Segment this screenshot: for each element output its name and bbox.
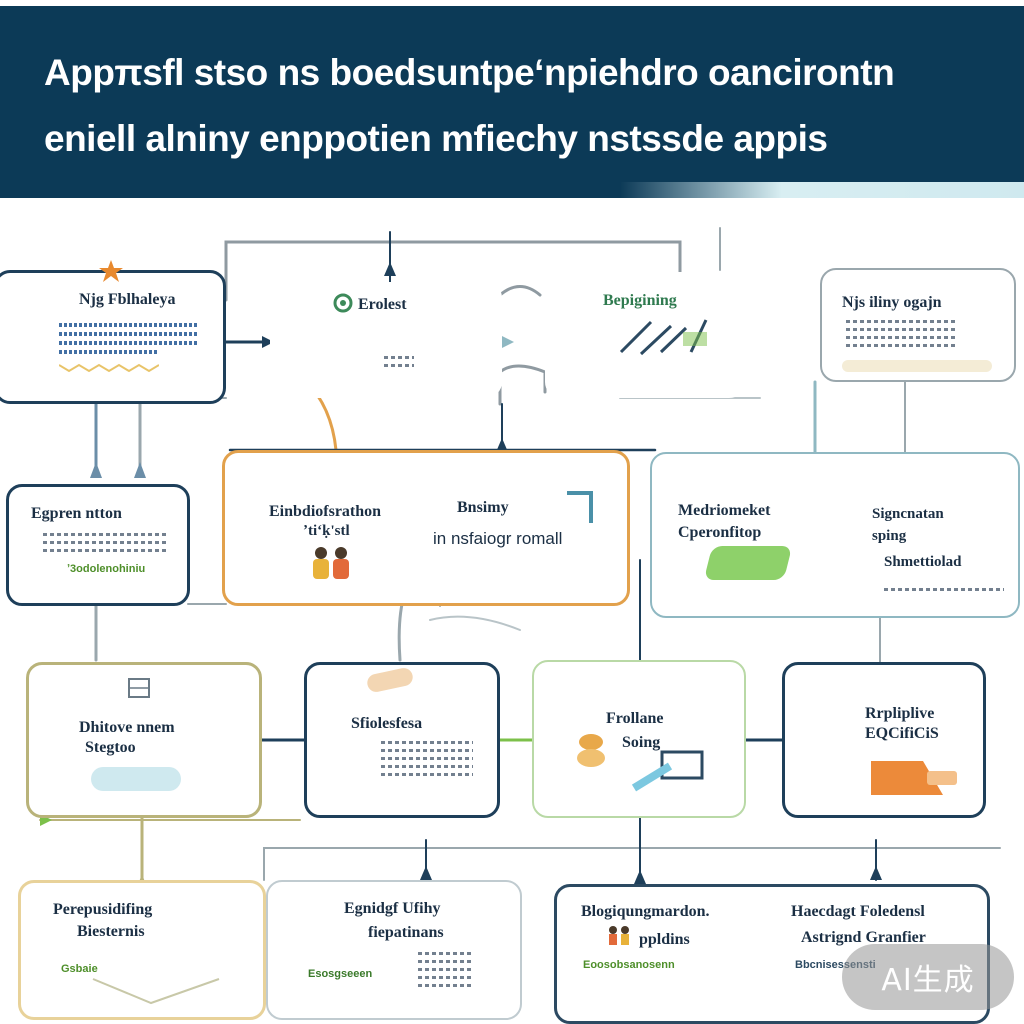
node-10: Dhitove nnem Stegtoo bbox=[26, 662, 262, 818]
node-5: Egpren ntton ʼ3odolenohiniu bbox=[6, 484, 190, 606]
node-16-subtitle: ppldins bbox=[639, 931, 690, 948]
page-title: Appπsfl stso ns boedsuntpeʻnpiehdro oanc… bbox=[44, 40, 984, 172]
node-4-title: Njs iliny ogajn bbox=[842, 294, 942, 311]
node-9-subtitle-2: Shmettiolad bbox=[884, 554, 962, 570]
title-line-1: Appπsfl stso ns boedsuntpeʻnpiehdro oanc… bbox=[44, 52, 895, 93]
node-7-title: Bnsimy bbox=[457, 499, 509, 516]
node-13-title: Rrpliplive bbox=[865, 705, 935, 722]
node-15-footer: Esosgseeen bbox=[308, 968, 373, 980]
node-16-footer: Eoosobsanosenn bbox=[583, 959, 675, 971]
bread-icon bbox=[577, 734, 605, 767]
node-6-subtitle: ʼtiʻḳ'stl bbox=[303, 523, 350, 539]
node-11-tag bbox=[365, 666, 415, 694]
node-14-title: Perepusidifing bbox=[53, 901, 153, 918]
leaf-icon bbox=[333, 293, 353, 313]
node-14-subtitle: Biesternis bbox=[77, 923, 145, 940]
node-9-subtitle: sping bbox=[872, 528, 907, 544]
node-1-title: Njg Fblhaleya bbox=[79, 291, 176, 308]
header-banner bbox=[0, 6, 1024, 198]
node-14-footer: Gsbaie bbox=[61, 963, 98, 975]
node-12-subtitle: Soing bbox=[622, 734, 661, 751]
package-icon bbox=[871, 761, 957, 795]
node-15-subtitle: fiepatinans bbox=[368, 924, 444, 941]
figures-icon bbox=[609, 926, 629, 945]
node-13: Rrpliplive EQCifiCiS bbox=[782, 662, 986, 818]
node-8: Medriomeket Cperonfitop Signcnatan sping… bbox=[650, 452, 1020, 618]
node-14: Perepusidifing Biesternis Gsbaie bbox=[18, 880, 266, 1020]
node-12: Frollane Soing bbox=[532, 660, 746, 818]
node-3-title: Bepigining bbox=[603, 292, 677, 309]
node-17-subtitle: Astrignd Granfier bbox=[801, 929, 926, 946]
node-11-title: Sfiolesfesa bbox=[351, 715, 423, 732]
ai-generated-watermark: AI生成 bbox=[842, 944, 1014, 1010]
node-10-subtitle: Stegtoo bbox=[85, 739, 136, 756]
node-2-text-lines bbox=[384, 356, 414, 372]
node-11-text-lines bbox=[381, 741, 473, 781]
frame-icon bbox=[128, 678, 150, 698]
node-15: Egnidgf Ufihy fiepatinans Esosgseeen bbox=[266, 880, 522, 1020]
node-4-tag bbox=[842, 360, 992, 372]
ribbon-icon bbox=[92, 978, 220, 1005]
zigzag-icon bbox=[59, 363, 159, 373]
node-8-title: Medriomeket bbox=[678, 502, 771, 519]
node-1-text-lines bbox=[59, 323, 199, 359]
node-9-text-lines bbox=[884, 588, 1004, 596]
node-2-title: Erolest bbox=[358, 296, 407, 313]
node-8-green-chart bbox=[703, 546, 793, 580]
node-4: Njs iliny ogajn bbox=[820, 268, 1016, 382]
node-1: Njg Fblhaleya bbox=[0, 260, 226, 404]
node-10-pill bbox=[91, 767, 181, 791]
node-16-title: Blogiqungmardon. bbox=[581, 903, 710, 920]
node-5-text-lines bbox=[43, 533, 169, 557]
title-line-2: eniell alniny enppotien mfiechy nstssde … bbox=[44, 118, 828, 159]
node-17-title: Haecdagt Foledensl bbox=[791, 903, 925, 920]
node-15-text-lines bbox=[418, 952, 474, 992]
node-5-footer: ʼ3odolenohiniu bbox=[67, 563, 146, 575]
star-icon bbox=[99, 260, 123, 282]
node-15-title: Egnidgf Ufihy bbox=[344, 900, 441, 917]
node-11: Sfiolesfesa bbox=[304, 662, 500, 818]
people-icon bbox=[313, 547, 349, 579]
node-10-title: Dhitove nnem bbox=[79, 719, 175, 736]
header-stripe bbox=[620, 182, 1024, 198]
chart-sketch-icon bbox=[619, 319, 708, 356]
laptop-icon bbox=[631, 750, 704, 792]
node-5-title: Egpren ntton bbox=[31, 505, 122, 522]
node-3: Bepigining bbox=[545, 272, 745, 398]
node-8-subtitle: Cperonfitop bbox=[678, 524, 762, 541]
node-9-title: Signcnatan bbox=[872, 506, 944, 522]
bracket-icon bbox=[567, 491, 593, 523]
node-2: Erolest bbox=[270, 282, 502, 398]
node-7-subtitle: in nsfaiogr romall bbox=[433, 529, 563, 548]
node-4-text-lines bbox=[846, 320, 956, 352]
node-6-title: Einbdiofsrathon bbox=[269, 503, 382, 520]
node-6: Einbdiofsrathon ʼtiʻḳ'stl Bnsimy in nsfa… bbox=[222, 450, 630, 606]
node-12-title: Frollane bbox=[606, 710, 664, 727]
node-13-subtitle: EQCifiCiS bbox=[865, 725, 939, 742]
